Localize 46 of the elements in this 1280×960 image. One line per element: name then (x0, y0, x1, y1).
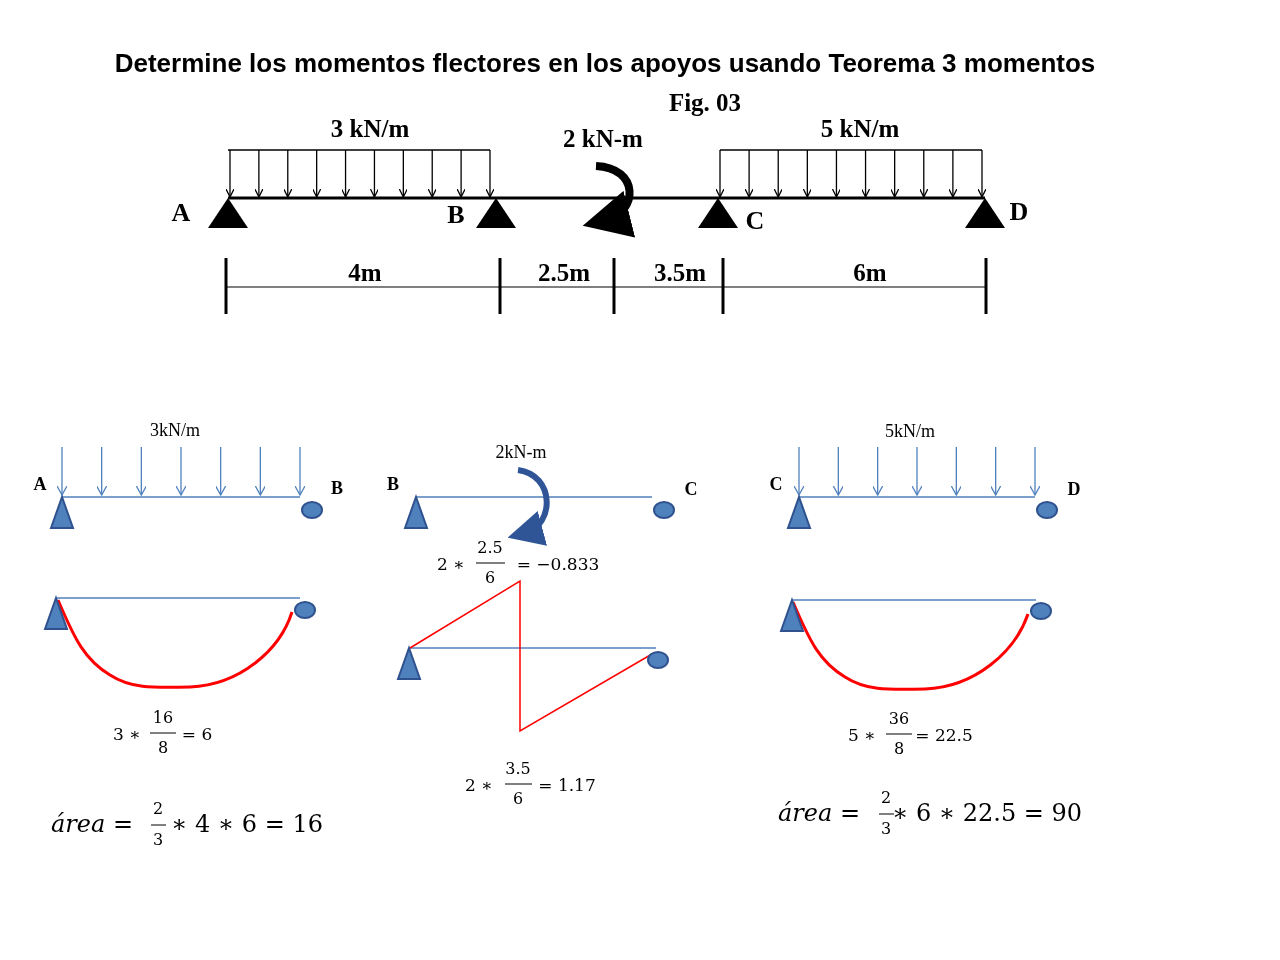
dimension-label: 6m (853, 259, 887, 285)
denominator: 3 (880, 821, 892, 837)
support-label: A (33, 475, 47, 493)
moment-label: 2 kN-m (563, 125, 643, 151)
load-label: 3 kN/m (330, 115, 410, 141)
formula-text: = 22.5 (915, 726, 973, 744)
load-label: 5 kN/m (820, 115, 900, 141)
dimension-label: 3.5m (653, 259, 707, 285)
load-label: 5kN/m (885, 422, 935, 440)
formula-text: ∗ 4 ∗ 6 = 16 (171, 812, 323, 836)
figure-label: Fig. 03 (668, 89, 742, 115)
formula-text: área = (51, 812, 133, 836)
formula-text: 5 ∗ (848, 726, 876, 744)
formula-text: 2 ∗ (465, 776, 493, 794)
moment-label: 2kN-m (495, 443, 547, 461)
formula-text: 3 ∗ (113, 725, 141, 743)
numerator: 16 (152, 710, 174, 726)
denominator: 8 (893, 741, 905, 757)
dimension-label: 4m (348, 259, 382, 285)
numerator: 3.5 (505, 761, 531, 777)
support-label: C (745, 208, 765, 234)
support-label: D (1009, 199, 1029, 225)
support-label: A (171, 200, 191, 226)
support-label: C (769, 475, 783, 493)
denominator: 8 (157, 740, 169, 756)
dimension-label: 2.5m (537, 259, 591, 285)
numerator: 2.5 (477, 540, 503, 556)
formula-text: = −0.833 (516, 555, 600, 573)
numerator: 2 (152, 801, 164, 817)
support-label: D (1067, 480, 1081, 498)
support-label: B (447, 202, 465, 228)
denominator: 3 (152, 832, 164, 848)
denominator: 6 (512, 791, 524, 807)
title: Determine los momentos flectores en los apoyos usando Teorema 3 momentos (114, 46, 1096, 80)
load-label: 3kN/m (150, 421, 200, 439)
support-label: C (684, 480, 698, 498)
formula-text: 2 ∗ (437, 555, 465, 573)
support-label: B (331, 479, 343, 497)
numerator: 2 (880, 790, 892, 806)
formula-text: área = (778, 801, 860, 825)
support-label: B (387, 475, 399, 493)
numerator: 36 (888, 711, 910, 727)
formula-text: ∗ 6 ∗ 22.5 = 90 (891, 801, 1083, 825)
formula-text: = 6 (181, 725, 213, 743)
denominator: 6 (484, 570, 496, 586)
formula-text: = 1.17 (538, 776, 596, 794)
